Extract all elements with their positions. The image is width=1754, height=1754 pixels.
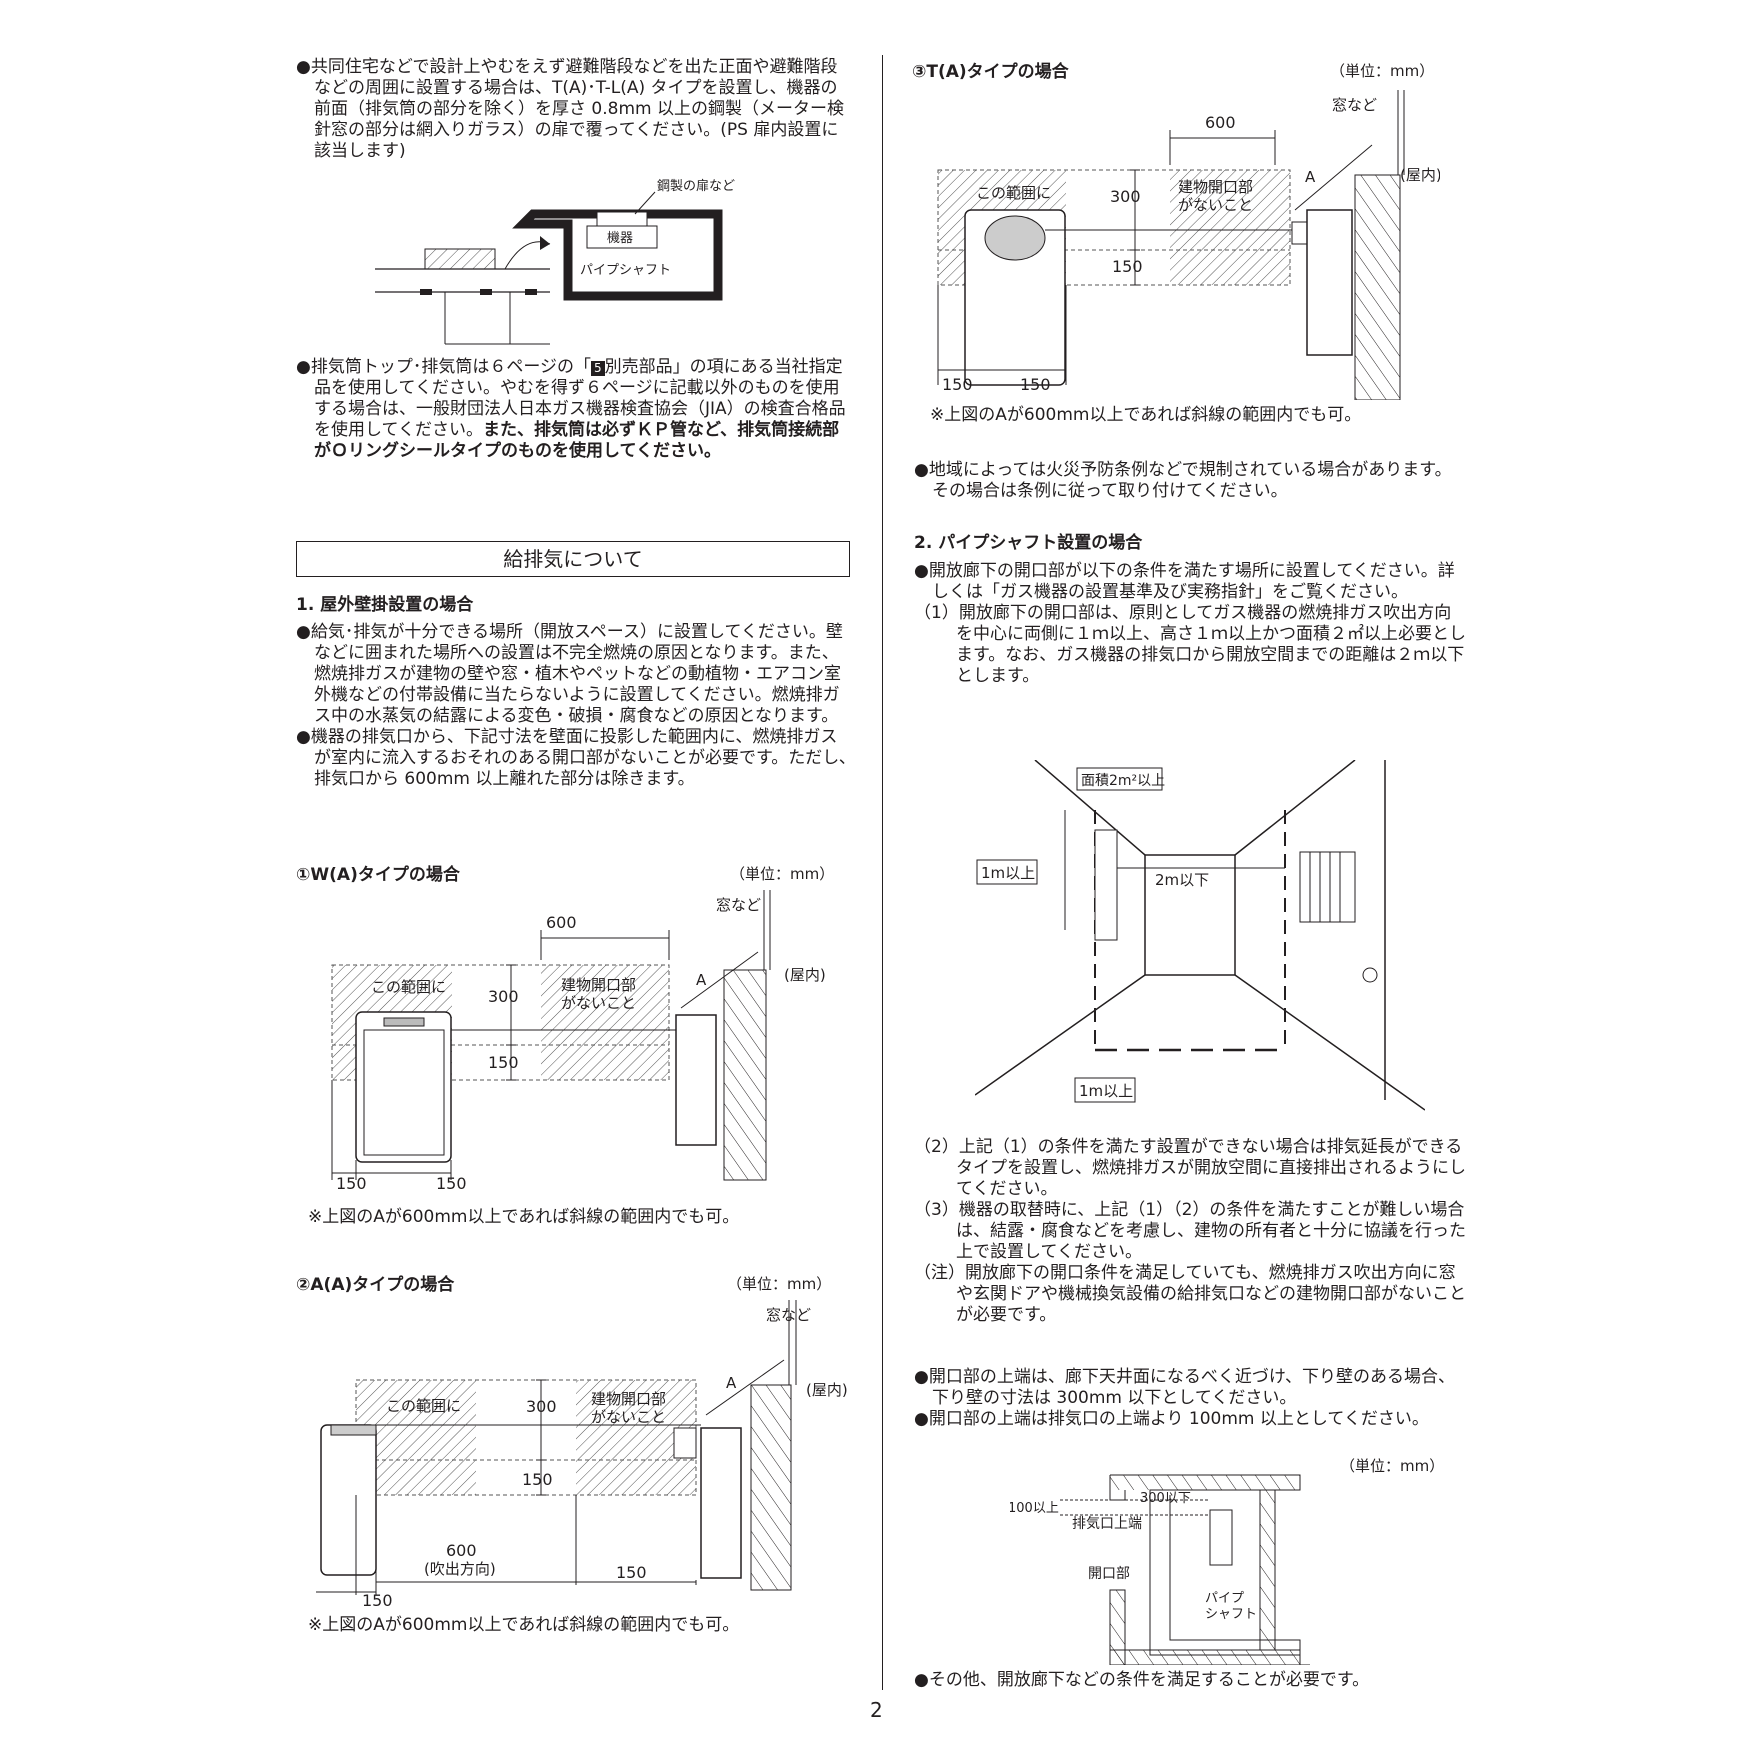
left-bullets-outdoor: ●給気･排気が十分できる場所（開放スペース）に設置してください。壁などに囲まれた… <box>296 622 848 790</box>
heading-outdoor-wall: 1. 屋外壁掛設置の場合 <box>296 595 474 615</box>
condition-note: （注）開放廊下の開口条件を満足していても、燃焼排ガス吹出方向に窓や玄関ドアや機械… <box>914 1263 1466 1325</box>
section-pipe1: パイプ <box>1205 1591 1244 1606</box>
column-divider <box>882 55 883 1690</box>
wa-a: A <box>696 971 707 989</box>
ps-unit-label: 機器 <box>607 231 633 246</box>
ta-dim-600: 600 <box>1205 113 1236 132</box>
ps-shaft-diagram: 鋼製の扉など 機器 パイプシャフト <box>375 178 735 345</box>
corridor-height: 1m以上 <box>981 864 1035 882</box>
wa-open1: 建物開口部 <box>561 976 636 994</box>
aa-open2: がないこと <box>591 1408 666 1426</box>
section-unit: （単位：mm） <box>1340 1457 1445 1475</box>
ta-a: A <box>1305 168 1316 186</box>
bullet-open-space: ●給気･排気が十分できる場所（開放スペース）に設置してください。壁などに囲まれた… <box>296 622 843 726</box>
section-opening: 開口部 <box>1088 1566 1130 1582</box>
condition-1: （1）開放廊下の開口部は、原則としてガス機器の燃焼排ガス吹出方向を中心に両側に１… <box>914 603 1466 686</box>
section-top: 排気口上端 <box>1072 1516 1142 1532</box>
corridor-area: 面積2m²以上 <box>1081 773 1165 789</box>
ta-dim-300: 300 <box>1110 187 1141 206</box>
wa-dim-300: 300 <box>488 987 519 1006</box>
ta-indoor: (屋内) <box>1400 166 1440 184</box>
aa-indoor: (屋内) <box>806 1381 848 1399</box>
aa-window: 窓など <box>766 1306 811 1324</box>
ta-w150a: 150 <box>942 375 973 394</box>
bullet-corridor: ●開放廊下の開口部が以下の条件を満たす場所に設置してください。詳しくは「ガス機器… <box>914 561 1455 602</box>
bullet-exhaust-opening: ●機器の排気口から、下記寸法を壁面に投影した範囲内に、燃焼排ガスが室内に流入する… <box>296 727 848 789</box>
bullet-exhaust-parts-1: ●排気筒トップ･排気筒は６ページの「 <box>296 357 591 377</box>
bullet-exhaust-parts-2: 別売部品」の項にある当社指定品を使用してください。やむを得ず６ページに記載以外の… <box>314 357 846 440</box>
section-number-badge: 5 <box>591 361 605 376</box>
condition-2: （2）上記（1）の条件を満たす設置ができない場合は排気延長ができるタイプを設置し… <box>914 1137 1466 1199</box>
wa-indoor: (屋内) <box>784 966 826 984</box>
ta-type-title: ③T(A)タイプの場合 <box>912 62 1069 82</box>
aa-open1: 建物開口部 <box>591 1390 666 1408</box>
right-bullet-fire-code: ●地域によっては火災予防条例などで規制されている場合があります。その場合は条例に… <box>914 460 1466 502</box>
right-conditions: （2）上記（1）の条件を満たす設置ができない場合は排気延長ができるタイプを設置し… <box>914 1137 1466 1326</box>
ta-window: 窓など <box>1332 96 1377 114</box>
section-pipe2: シャフト <box>1205 1607 1257 1622</box>
wa-w150b: 150 <box>436 1174 467 1190</box>
wa-dim-150: 150 <box>488 1053 519 1072</box>
ps-shaft-label: パイプシャフト <box>580 263 671 278</box>
aa-w150a: 150 <box>362 1591 393 1610</box>
right-bullet-other: ●その他、開放廊下などの条件を満足することが必要です。 <box>914 1670 1466 1691</box>
ta-dim-150: 150 <box>1112 257 1143 276</box>
bullet-opening-top: ●開口部の上端は、廊下天井面になるべく近づけ、下り壁のある場合、下り壁の寸法は … <box>914 1367 1455 1408</box>
section-title-ventilation: 給排気について <box>296 541 850 577</box>
ta-range: この範囲に <box>976 184 1051 202</box>
section-diagram: 100以上 300以下 排気口上端 開口部 パイプ シャフト <box>1010 1474 1310 1665</box>
wa-unit: （単位：mm） <box>730 865 835 883</box>
corridor-diagram: 面積2m²以上 1m以上 2m以下 1m以上 <box>975 760 1425 1111</box>
aa-range: この範囲に <box>386 1397 461 1415</box>
ta-open2: がないこと <box>1178 196 1253 214</box>
wa-window: 窓など <box>716 896 761 914</box>
section-300: 300以下 <box>1140 1491 1191 1506</box>
heading-pipe-shaft: 2. パイプシャフト設置の場合 <box>914 533 1143 553</box>
aa-dim-600: 600 <box>446 1541 477 1560</box>
corridor-width: 1m以上 <box>1079 1082 1133 1100</box>
aa-dim-150: 150 <box>522 1470 553 1489</box>
bullet-ps-door: ●共同住宅などで設計上やむをえず避難階段などを出た正面や避難階段などの周囲に設置… <box>296 57 844 161</box>
wa-range: この範囲に <box>371 978 446 996</box>
right-bullets-opening: ●開口部の上端は、廊下天井面になるべく近づけ、下り壁のある場合、下り壁の寸法は … <box>914 1367 1466 1430</box>
ta-open1: 建物開口部 <box>1178 178 1253 196</box>
ta-unit: （単位：mm） <box>1330 62 1435 80</box>
right-bullet-corridor: ●開放廊下の開口部が以下の条件を満たす場所に設置してください。詳しくは「ガス機器… <box>914 561 1466 687</box>
aa-w150b: 150 <box>616 1563 647 1582</box>
aa-note: ※上図のAが600mm以上であれば斜線の範囲内でも可。 <box>308 1615 740 1635</box>
wa-type-title: ①W(A)タイプの場合 <box>296 865 460 885</box>
aa-dim-300: 300 <box>526 1397 557 1416</box>
wa-open2: がないこと <box>561 994 636 1012</box>
aa-unit: （単位：mm） <box>727 1275 832 1293</box>
ta-note: ※上図のAが600mm以上であれば斜線の範囲内でも可。 <box>930 405 1362 425</box>
ps-door-label: 鋼製の扉など <box>657 178 735 194</box>
page-number: 2 <box>870 1698 883 1722</box>
wa-dim-600: 600 <box>546 913 577 932</box>
wa-w150a: 150 <box>336 1174 367 1190</box>
aa-a: A <box>726 1374 737 1392</box>
left-bullet-ps-door: ●共同住宅などで設計上やむをえず避難階段などを出た正面や避難階段などの周囲に設置… <box>296 57 848 162</box>
aa-blow: (吹出方向) <box>424 1560 496 1578</box>
wa-note: ※上図のAが600mm以上であれば斜線の範囲内でも可。 <box>308 1207 740 1227</box>
wa-type-diagram: 600 窓など A (屋内) この範囲に 300 建物開口部 がないこと 150… <box>331 890 826 1190</box>
bullet-fire-code: ●地域によっては火災予防条例などで規制されている場合があります。その場合は条例に… <box>914 460 1452 501</box>
condition-3: （3）機器の取替時に、上記（1）（2）の条件を満たすことが難しい場合は、結露・腐… <box>914 1200 1466 1262</box>
aa-type-title: ②A(A)タイプの場合 <box>296 1275 455 1295</box>
corridor-distance: 2m以下 <box>1155 871 1209 889</box>
section-100: 100以上 <box>1010 1501 1059 1516</box>
ta-w150b: 150 <box>1020 375 1051 394</box>
bullet-exhaust-parts-bold: また、排気筒は必ずＫＰ管など、排気筒接続部がＯリングシールタイプのものを使用して… <box>314 420 840 461</box>
bullet-other: ●その他、開放廊下などの条件を満足することが必要です。 <box>914 1670 1370 1690</box>
aa-type-diagram: 窓など A (屋内) この範囲に 300 建物開口部 がないこと 150 600… <box>316 1300 848 1610</box>
ta-type-diagram: 600 窓など A (屋内) この範囲に 300 建物開口部 がないこと 150… <box>937 90 1440 400</box>
bullet-opening-100: ●開口部の上端は排気口の上端より 100mm 以上としてください。 <box>914 1409 1429 1429</box>
